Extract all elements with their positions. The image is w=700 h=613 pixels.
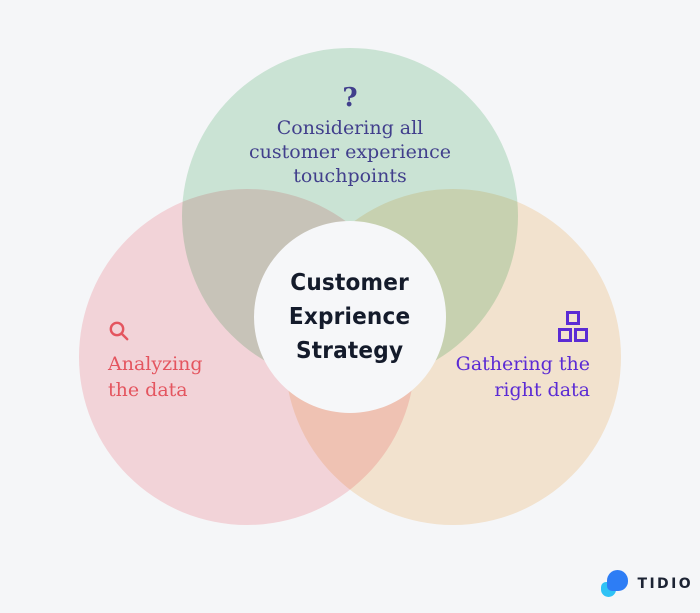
venn-center-circle: Customer Exprience Strategy (254, 221, 446, 413)
label-right-line: right data (494, 379, 590, 401)
label-top-line: Considering all (276, 117, 424, 139)
center-title-line: Exprience (289, 304, 411, 330)
label-top-line: touchpoints (293, 165, 407, 187)
search-icon (109, 321, 129, 341)
tidio-wordmark: TIDIO (637, 576, 693, 592)
label-right-gathering: Gathering the right data (456, 311, 590, 403)
question-mark-icon: ? (342, 83, 358, 113)
blocks-icon (558, 311, 588, 342)
label-left-line: the data (108, 379, 188, 401)
center-title-line: Customer (290, 270, 410, 296)
label-top-line: customer experience (249, 141, 451, 163)
center-title: Customer Exprience Strategy (289, 266, 410, 368)
label-top-touchpoints: ? Considering all customer experience to… (220, 84, 480, 188)
label-left-line: Analyzing (108, 353, 203, 375)
label-right-line: Gathering the (455, 353, 590, 375)
tidio-brand: TIDIO (600, 570, 694, 598)
tidio-logo-icon (600, 570, 629, 598)
tidio-logo-blue-shape (606, 570, 628, 591)
center-title-line: Strategy (296, 338, 404, 364)
label-left-analyzing: Analyzing the data (108, 320, 203, 403)
